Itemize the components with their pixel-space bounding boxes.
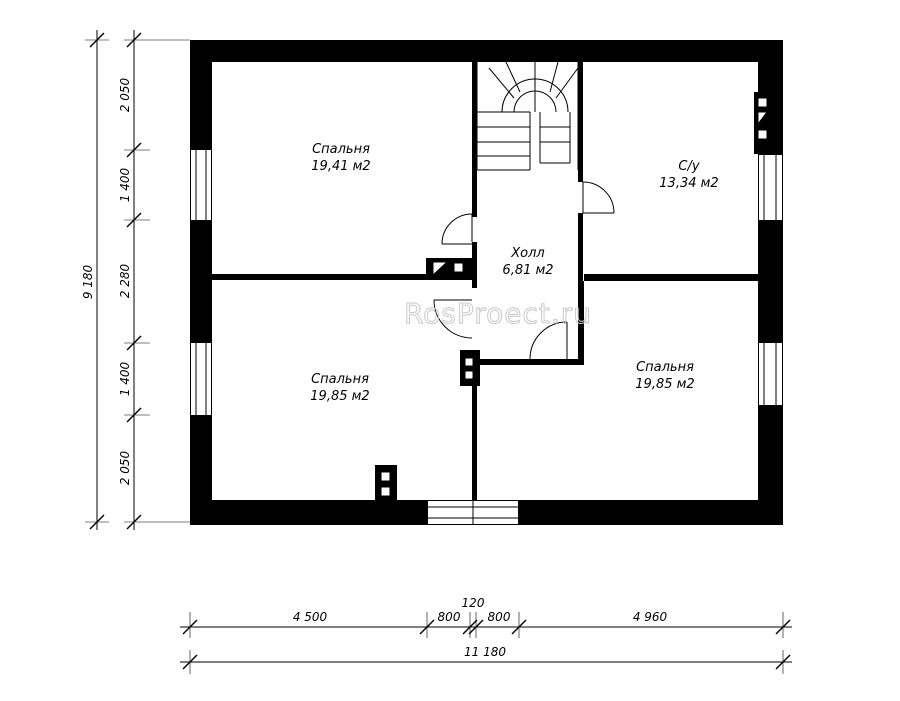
outer-walls	[190, 40, 783, 525]
dimension-left: 2 050	[118, 77, 132, 112]
room-name: С/у	[678, 159, 699, 174]
room-name: Спальня	[312, 142, 370, 157]
dimension-left: 1 400	[118, 167, 132, 202]
window-bottom	[428, 501, 518, 524]
room-name: Холл	[510, 246, 544, 261]
dimension-bottom: 800	[488, 610, 511, 624]
vent-ducts	[380, 97, 768, 497]
dimension-bottom: 4 960	[633, 610, 668, 624]
room-area: 19,85 м2	[310, 389, 369, 404]
dimension-bottom: 800	[438, 610, 461, 624]
watermark: RosProect.ru	[404, 297, 592, 330]
dimension-left: 1 400	[118, 361, 132, 396]
doors	[433, 181, 615, 360]
dimension-left: 2 280	[118, 263, 132, 298]
room-area: 19,85 м2	[635, 377, 694, 392]
dimension-total-left: 9 180	[81, 264, 95, 299]
interior-walls	[212, 62, 772, 501]
window-right-top	[759, 155, 782, 220]
room-name: Спальня	[311, 372, 369, 387]
room-labels: Спальня 19,41 м2 С/у 13,34 м2 Холл 6,81 …	[310, 142, 718, 404]
room-name: Спальня	[636, 360, 694, 375]
staircase	[476, 61, 579, 171]
dimension-bottom: 120	[462, 596, 485, 610]
window-right-bottom	[759, 343, 782, 405]
dimension-bottom: 4 500	[293, 610, 328, 624]
bottom-dimensions	[180, 612, 792, 674]
window-left-top	[191, 150, 211, 220]
room-area: 13,34 м2	[659, 176, 718, 191]
room-area: 19,41 м2	[311, 159, 370, 174]
left-dimensions	[85, 30, 190, 530]
dimension-total-bottom: 11 180	[464, 645, 506, 659]
window-left-bottom	[191, 343, 211, 415]
dimension-left: 2 050	[118, 450, 132, 485]
room-area: 6,81 м2	[502, 263, 553, 278]
windows	[191, 150, 782, 524]
